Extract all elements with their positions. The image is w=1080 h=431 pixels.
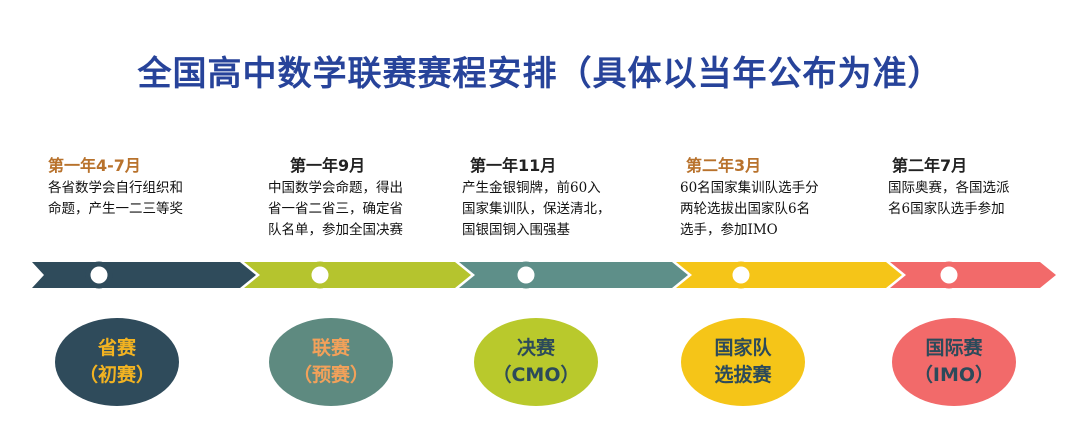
stage-3-subname: （CMO）: [492, 364, 580, 386]
timeline-node-1: [85, 261, 113, 289]
stage-3-description: 产生金银铜牌，前60入 国家集训队，保送清北， 国银国铜入围强基: [462, 180, 611, 238]
stage-2-date: 第一年9月: [290, 156, 366, 175]
stage-4-subname: 选拔赛: [714, 364, 772, 386]
stage-4-oval: 国家队 选拔赛: [681, 318, 805, 406]
stage-1-oval: 省赛 （初赛）: [55, 318, 179, 406]
stage-2-description: 中国数学会命题，得出 省一省二省三，确定省 队名单，参加全国决赛: [268, 180, 403, 238]
stage-3-oval: 决赛 （CMO）: [474, 318, 598, 406]
stage-2-name: 联赛: [311, 337, 350, 359]
stage-1-name: 省赛: [97, 337, 136, 359]
stage-4-description: 60名国家集训队选手分 两轮选拔出国家队6名 选手，参加IMO: [680, 180, 819, 238]
stage-5-name: 国际赛: [925, 337, 983, 359]
stage-5-oval: 国际赛 （IMO）: [892, 318, 1016, 406]
stage-2-oval: 联赛 （预赛）: [269, 318, 393, 406]
stage-4-name: 国家队: [714, 337, 772, 359]
stage-1-subname: （初赛）: [78, 364, 155, 386]
stage-5-description: 国际奥赛，各国选派 名6国家队选手参加: [888, 180, 1010, 217]
stage-3-name: 决赛: [516, 337, 555, 359]
page-title: 全国高中数学联赛赛程安排（具体以当年公布为准）: [137, 54, 943, 94]
timeline-node-2: [306, 261, 334, 289]
timeline-node-3: [512, 261, 540, 289]
timeline-node-4: [727, 261, 755, 289]
stage-5-date: 第二年7月: [892, 156, 968, 175]
timeline-segment-2: [244, 262, 471, 288]
timeline-node-5: [935, 261, 963, 289]
stage-1-description: 各省数学会自行组织和 命题，产生一二三等奖: [48, 180, 183, 217]
stage-2-subname: （预赛）: [292, 364, 369, 386]
stage-4-date: 第二年3月: [686, 156, 762, 175]
timeline-segment-3: [459, 262, 688, 288]
timeline-segment-1: [32, 262, 256, 288]
timeline-segment-5: [890, 262, 1056, 288]
timeline-arrow: [32, 261, 1056, 289]
stage-3-date: 第一年11月: [470, 156, 557, 175]
stage-5-subname: （IMO）: [913, 364, 995, 386]
stage-1-date: 第一年4-7月: [48, 156, 141, 175]
timeline-segment-4: [676, 262, 902, 288]
